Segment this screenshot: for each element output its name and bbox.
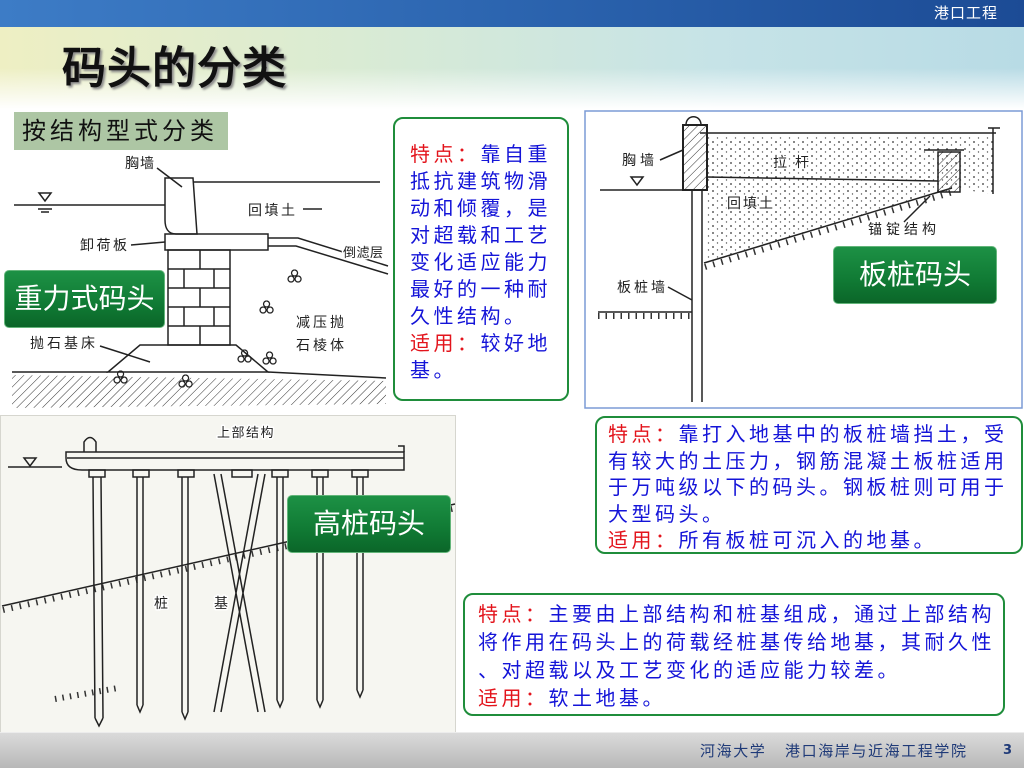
features-paragraph: 特点：靠自重抵抗建筑物滑动和倾覆，是对超载和工艺变化适应能力最好的一种耐久性结构…	[410, 141, 553, 330]
filter-layer-label: 倒滤层	[343, 246, 384, 261]
rock-symbol	[288, 270, 301, 282]
pile-label: 桩	[154, 595, 168, 612]
tie-rod-label: 拉杆	[773, 155, 817, 171]
sheet-pile-wharf-label: 板桩码头	[833, 246, 997, 304]
school-name: 港口海岸与近海工程学院	[785, 742, 968, 760]
anchor-block	[938, 152, 960, 192]
seabed-hatch	[12, 375, 386, 408]
high-pile-wharf-description: 特点：主要由上部结构和桩基组成，通过上部结构将作用在码头上的荷载经桩基传给地基，…	[463, 593, 1005, 716]
parapet-label: 胸墙	[622, 153, 658, 169]
diagram-background	[1, 416, 456, 735]
anchor-label: 锚锭结构	[868, 222, 940, 238]
applicable-label: 适用：	[608, 528, 679, 552]
university-name: 河海大学	[700, 742, 766, 760]
course-name: 港口工程	[934, 5, 998, 22]
gravity-wharf-label: 重力式码头	[4, 270, 165, 328]
high-pile-wharf-diagram: 上部结构 桩 基	[0, 415, 456, 735]
sheet-pile-wall-label: 板桩墙	[617, 279, 668, 296]
applicable-paragraph: 适用：较好地基。	[410, 330, 553, 384]
features-label: 特点：	[478, 602, 549, 626]
relieving-slab	[165, 234, 268, 250]
backfill-label: 回填土	[727, 196, 775, 212]
features-paragraph: 特点：靠打入地基中的板桩墙挡土，受有较大的土压力，钢筋混凝土板桩适用于万吨级以下…	[608, 421, 1010, 527]
sheet-pile-wharf-description: 特点：靠打入地基中的板桩墙挡土，受有较大的土压力，钢筋混凝土板桩适用于万吨级以下…	[595, 416, 1023, 554]
relieving-slab-label: 卸荷板	[80, 238, 130, 254]
rock-symbol	[260, 301, 273, 313]
applicable-label: 适用：	[410, 331, 481, 355]
footer-bar: 河海大学 港口海岸与近海工程学院 3	[0, 732, 1024, 768]
water-level-symbol	[14, 193, 165, 212]
label-leaders	[100, 168, 322, 362]
header-bar: 港口工程	[0, 0, 1024, 27]
features-label: 特点：	[410, 142, 481, 166]
rock-symbol	[263, 352, 276, 364]
applicable-paragraph: 适用：所有板桩可沉入的地基。	[608, 527, 1010, 554]
rubble-bed-label: 抛石基床	[30, 335, 98, 352]
gravity-wharf-description: 特点：靠自重抵抗建筑物滑动和倾覆，是对超载和工艺变化适应能力最好的一种耐久性结构…	[393, 117, 569, 401]
backfill-label: 回填土	[248, 203, 298, 219]
high-pile-wharf-label: 高桩码头	[287, 495, 451, 553]
features-paragraph: 特点：主要由上部结构和桩基组成，通过上部结构将作用在码头上的荷载经桩基传给地基，…	[478, 600, 997, 684]
applicable-text: 软土地基。	[549, 686, 667, 710]
features-label: 特点：	[608, 422, 679, 446]
applicable-text: 所有板桩可沉入的地基。	[679, 528, 938, 552]
foundation-label: 基	[214, 595, 228, 612]
applicable-label: 适用：	[478, 686, 549, 710]
relief-prism-label-2: 石棱体	[296, 338, 347, 354]
features-text: 主要由上部结构和桩基组成，通过上部结构将作用在码头上的荷载经桩基传给地基，其耐久…	[478, 602, 995, 682]
superstructure-label: 上部结构	[217, 426, 275, 441]
relief-prism-label-1: 减压抛	[296, 315, 347, 331]
applicable-paragraph: 适用：软土地基。	[478, 684, 997, 712]
parapet-label: 胸墙	[125, 156, 155, 172]
parapet-wall	[683, 125, 707, 190]
features-text: 靠自重抵抗建筑物滑动和倾覆，是对超载和工艺变化适应能力最好的一种耐久性结构。	[410, 142, 551, 328]
page-number: 3	[1003, 743, 1012, 759]
block-wall	[168, 250, 230, 345]
category-tag: 按结构型式分类	[14, 112, 228, 150]
slide-title: 码头的分类	[62, 42, 287, 96]
